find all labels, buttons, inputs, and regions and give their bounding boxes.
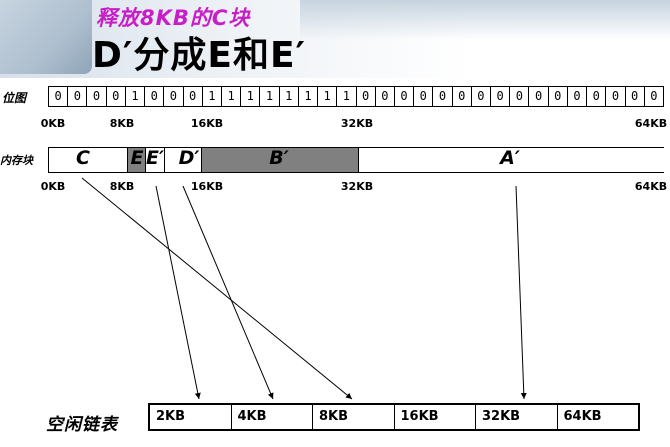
arrow-a-prime-to-32kb xyxy=(515,185,527,400)
memory-block-label: A′ xyxy=(500,147,520,169)
memory-block-label: E xyxy=(130,147,144,169)
bitmap-cell: 0 xyxy=(472,87,492,106)
memory-block-label: E′ xyxy=(146,147,164,169)
header-image xyxy=(0,0,92,74)
bitmap-cell: 1 xyxy=(222,87,242,106)
bitmap-cell: 1 xyxy=(241,87,261,106)
bitmap-cell: 0 xyxy=(529,87,549,106)
header-image-right xyxy=(300,0,670,40)
slide-subtitle: 释放8KB的C块 xyxy=(96,6,251,30)
tick-label: 0KB xyxy=(40,117,66,130)
bitmap-cell: 0 xyxy=(491,87,511,106)
arrow-e-prime-to-2kb xyxy=(155,185,201,400)
bitmap-cell: 1 xyxy=(318,87,338,106)
memory-block-label: C xyxy=(76,147,90,169)
tick-label: 64KB xyxy=(634,117,668,130)
bitmap-cell: 0 xyxy=(164,87,184,106)
bitmap-cell: 0 xyxy=(395,87,415,106)
bitmap-cell: 0 xyxy=(510,87,530,106)
memory-bar xyxy=(48,147,665,173)
bitmap-cell: 1 xyxy=(299,87,319,106)
tick-label: 32KB xyxy=(340,180,374,193)
memory-label: 内存块 xyxy=(0,154,33,167)
bitmap-cell: 0 xyxy=(357,87,376,106)
free-list-cell: 8KB xyxy=(313,405,395,429)
bitmap-cell: 0 xyxy=(606,87,626,106)
bitmap-cell: 0 xyxy=(626,87,645,106)
memory-block xyxy=(128,148,146,172)
bitmap-label: 位图 xyxy=(2,91,27,105)
bitmap-cell: 0 xyxy=(145,87,165,106)
tick-label: 8KB xyxy=(109,180,135,193)
arrow-c-to-8kb xyxy=(81,177,353,400)
memory-block xyxy=(146,148,165,172)
bitmap-cell: 0 xyxy=(549,87,568,106)
free-list-cell: 16KB xyxy=(395,405,476,429)
bitmap-cell: 0 xyxy=(568,87,588,106)
memory-block-label: B′ xyxy=(269,147,289,169)
bitmap-cell: 1 xyxy=(260,87,280,106)
memory-block-label: D′ xyxy=(178,147,200,169)
bitmap-cell: 0 xyxy=(87,87,107,106)
tick-label: 8KB xyxy=(109,117,135,130)
bitmap-cell: 0 xyxy=(587,87,607,106)
free-list-cell: 64KB xyxy=(563,409,602,424)
arrow-d-prime-to-4kb xyxy=(182,185,274,400)
bitmap-cell: 0 xyxy=(107,87,126,106)
slide-title: D′分成E和E′ xyxy=(92,35,307,76)
bitmap-cell: 0 xyxy=(184,87,203,106)
bitmap-cell: 0 xyxy=(650,89,658,103)
bitmap-cell: 1 xyxy=(280,87,299,106)
bitmap-cell: 1 xyxy=(126,87,146,106)
memory-block xyxy=(202,148,359,172)
bitmap-cell: 0 xyxy=(433,87,453,106)
memory-block xyxy=(165,148,202,172)
memory-block xyxy=(359,148,665,172)
bitmap-cell: 0 xyxy=(414,87,434,106)
tick-label: 16KB xyxy=(190,180,224,193)
bitmap-cell: 1 xyxy=(337,87,357,106)
free-list-cell: 32KB xyxy=(476,405,558,429)
bitmap-cell: 0 xyxy=(376,87,395,106)
bitmap-cell: 0 xyxy=(68,87,88,106)
free-list-label: 空闲链表 xyxy=(46,415,118,435)
bitmap-cell: 0 xyxy=(453,87,472,106)
free-list-cell: 2KB xyxy=(150,405,232,429)
free-list-cell: 4KB xyxy=(232,405,313,429)
tick-label: 16KB xyxy=(190,117,224,130)
bitmap-cell: 1 xyxy=(203,87,222,106)
tick-label: 64KB xyxy=(634,180,668,193)
bitmap-cell: 0 xyxy=(49,87,69,106)
tick-label: 32KB xyxy=(340,117,374,130)
memory-block xyxy=(49,148,128,172)
tick-label: 0KB xyxy=(40,180,66,193)
